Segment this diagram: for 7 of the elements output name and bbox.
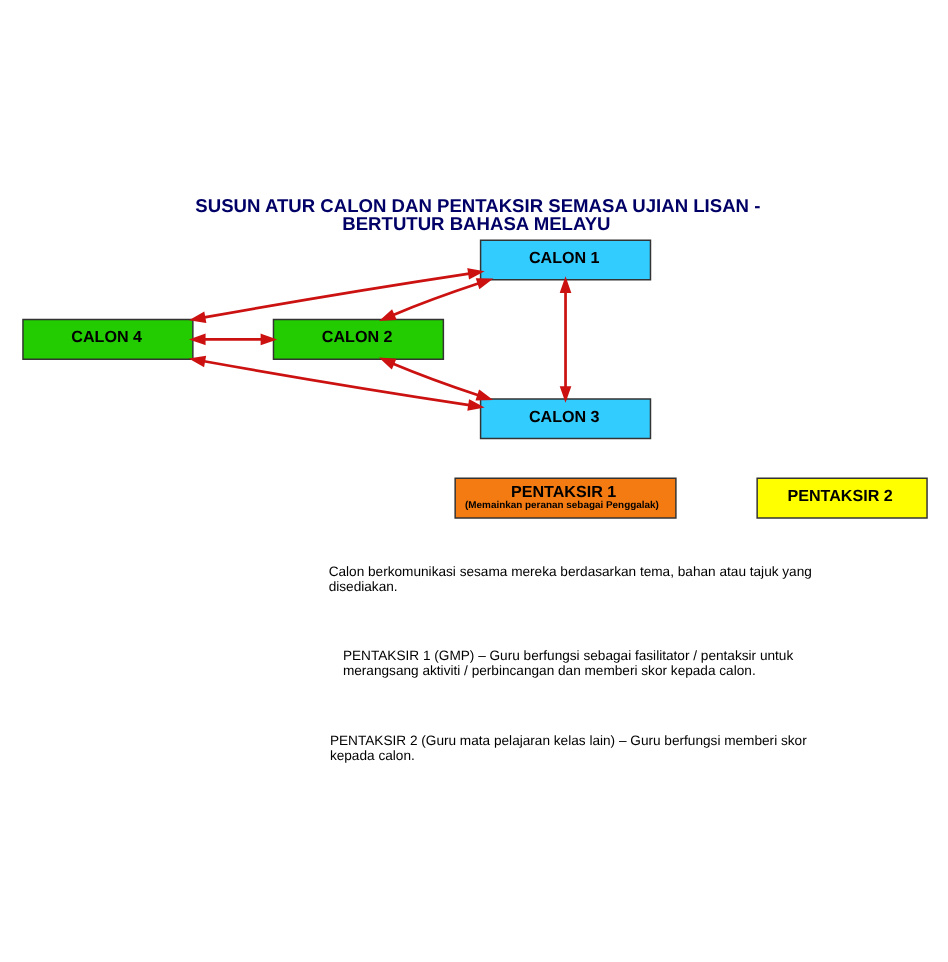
- arrow: [187, 332, 277, 345]
- arrow: [187, 354, 484, 410]
- diagram-title: SUSUN ATUR CALON DAN PENTAKSIR SEMASA UJIAN LISAN - BERTUTUR BAHASA MELAYU: [194, 194, 760, 234]
- arrow: [187, 267, 484, 322]
- arrow: [378, 277, 493, 321]
- arrow: [558, 275, 571, 402]
- arrow: [377, 356, 493, 400]
